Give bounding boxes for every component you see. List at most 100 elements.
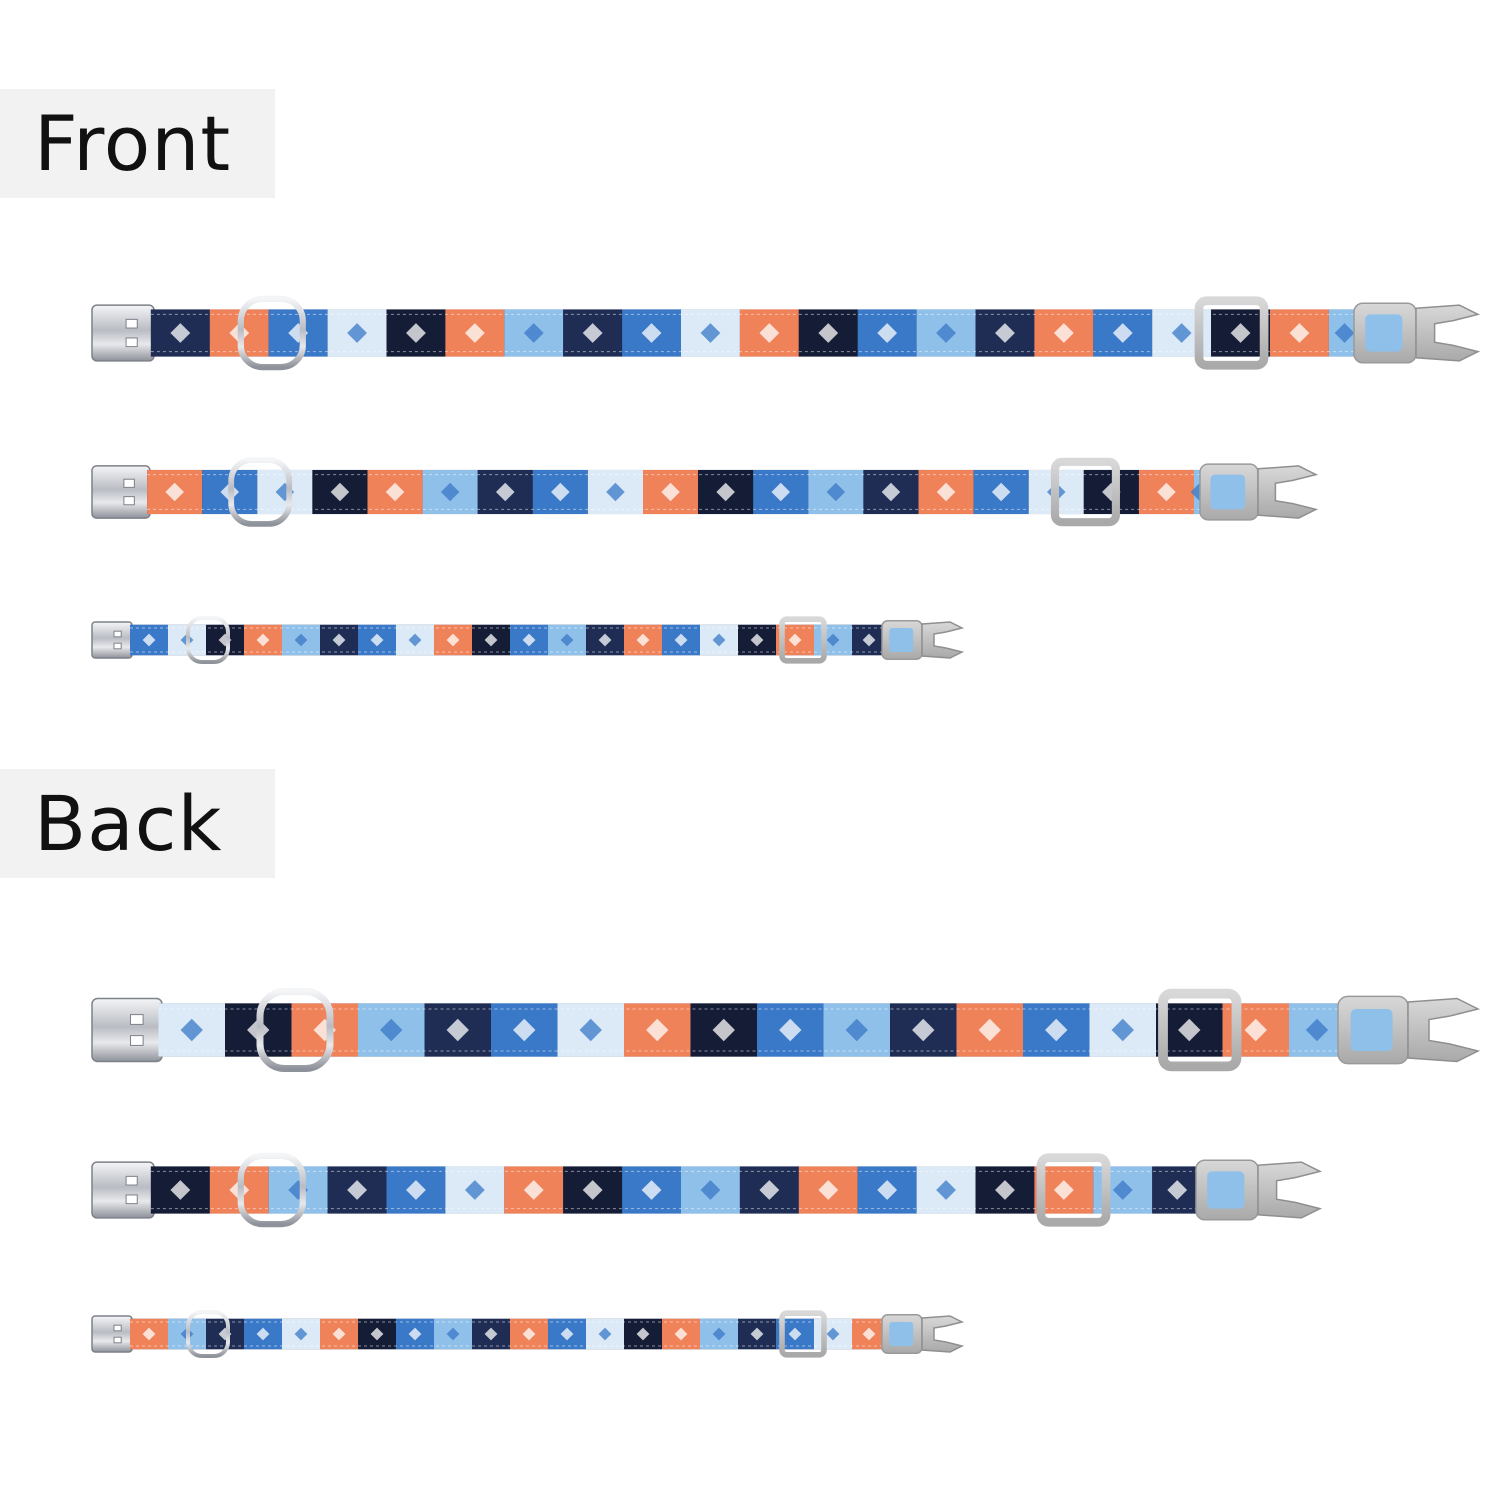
buckle-window [1207,1171,1245,1209]
d-ring-icon [186,1310,230,1358]
diamond-motif-icon [464,1180,485,1200]
collar-front-l [91,295,1481,371]
buckle-slot-icon [113,1324,122,1332]
adjuster-slider-icon [1158,988,1242,1072]
diamond-motif-icon [513,1018,536,1042]
diamond-motif-icon [406,1180,426,1200]
diamond-motif-icon [288,323,309,343]
diamond-motif-icon [881,482,901,502]
diamond-motif-icon [1334,323,1355,343]
diamond-motif-icon [991,482,1011,502]
diamond-motif-icon [995,323,1015,343]
diamond-motif-icon [674,1327,688,1341]
d-ring-icon [186,616,230,664]
diamond-motif-icon [495,482,515,502]
diamond-motif-icon [700,323,721,343]
collar-back-m [91,1152,1323,1228]
buckle-prong-icon [1407,997,1481,1063]
adjuster-slider-icon [1036,1153,1111,1227]
diamond-motif-icon [582,323,603,343]
diamond-motif-icon [579,1018,602,1042]
diamond-motif-icon [165,482,184,502]
diamond-motif-icon [385,482,405,502]
diamond-motif-icon [759,323,780,343]
diamond-motif-icon [560,1327,574,1341]
collar-front-m [91,457,1319,527]
diamond-motif-icon [1178,1018,1201,1042]
diamond-motif-icon [294,1327,308,1341]
collar-front-s [91,616,965,664]
diamond-motif-icon [446,1018,469,1042]
diamond-motif-icon [484,633,498,647]
diamond-motif-icon [818,1180,839,1200]
diamond-motif-icon [170,323,191,343]
diamond-motif-icon [464,323,485,343]
diamond-motif-icon [408,1327,422,1341]
diamond-motif-icon [1111,1018,1134,1042]
diamond-motif-icon [759,1180,780,1200]
diamond-motif-icon [862,633,876,647]
adjuster-slider-icon [779,616,827,664]
buckle-window [1210,474,1246,510]
diamond-motif-icon [636,633,650,647]
buckle-slot-icon [130,1014,144,1025]
diamond-motif-icon [551,482,570,502]
diamond-motif-icon [750,1327,764,1341]
buckle-window [1365,314,1403,352]
diamond-motif-icon [440,482,460,502]
diamond-motif-icon [877,1180,898,1200]
diamond-motif-icon [788,1327,802,1341]
diamond-motif-icon [560,633,574,647]
buckle-slot-icon [130,1035,144,1046]
back-section-label: Back [0,769,275,878]
diamond-motif-icon [522,1327,536,1341]
buckle-slot-icon [113,630,122,638]
adjuster-slider-icon [1050,457,1120,527]
diamond-motif-icon [936,1180,956,1200]
back-label-text: Back [34,779,223,868]
metal-buckle-icon [91,621,133,659]
diamond-motif-icon [1244,1018,1267,1042]
diamond-motif-icon [712,1327,726,1341]
front-label-text: Front [34,99,232,188]
buckle-prong-icon [1257,465,1319,519]
diamond-motif-icon [1112,1180,1133,1200]
diamond-motif-icon [332,633,346,647]
buckle-prong-icon [921,1315,965,1353]
collar-back-l [91,988,1481,1072]
diamond-motif-icon [995,1180,1015,1200]
buckle-window [889,1322,914,1346]
buckle-slot-icon [125,1194,138,1205]
diamond-motif-icon [380,1018,403,1042]
diamond-motif-icon [1102,482,1121,502]
diamond-motif-icon [1053,1180,1074,1200]
buckle-slot-icon [125,1175,138,1186]
diamond-motif-icon [1045,1018,1068,1042]
diamond-motif-icon [582,1180,603,1200]
metal-buckle-icon [91,1315,133,1353]
diamond-motif-icon [641,1180,662,1200]
adjuster-slider-icon [1194,296,1269,370]
diamond-motif-icon [826,482,846,502]
metal-buckle-icon [91,1161,155,1219]
diamond-motif-icon [598,633,612,647]
diamond-motif-icon [408,633,422,647]
diamond-motif-icon [978,1018,1001,1042]
diamond-motif-icon [936,323,956,343]
adjuster-slider-icon [779,1310,827,1358]
diamond-motif-icon [826,1327,840,1341]
diamond-motif-icon [1112,323,1133,343]
diamond-motif-icon [446,633,460,647]
diamond-motif-icon [700,1180,721,1200]
diamond-motif-icon [522,633,536,647]
diamond-motif-icon [347,1180,367,1200]
diamond-motif-icon [332,1327,346,1341]
diamond-motif-icon [1167,1180,1188,1200]
diamond-motif-icon [646,1018,669,1042]
d-ring-icon [237,295,306,371]
d-ring-icon [228,457,293,527]
diamond-motif-icon [256,1327,270,1341]
diamond-motif-icon [661,482,680,502]
d-ring-icon [237,1152,306,1228]
